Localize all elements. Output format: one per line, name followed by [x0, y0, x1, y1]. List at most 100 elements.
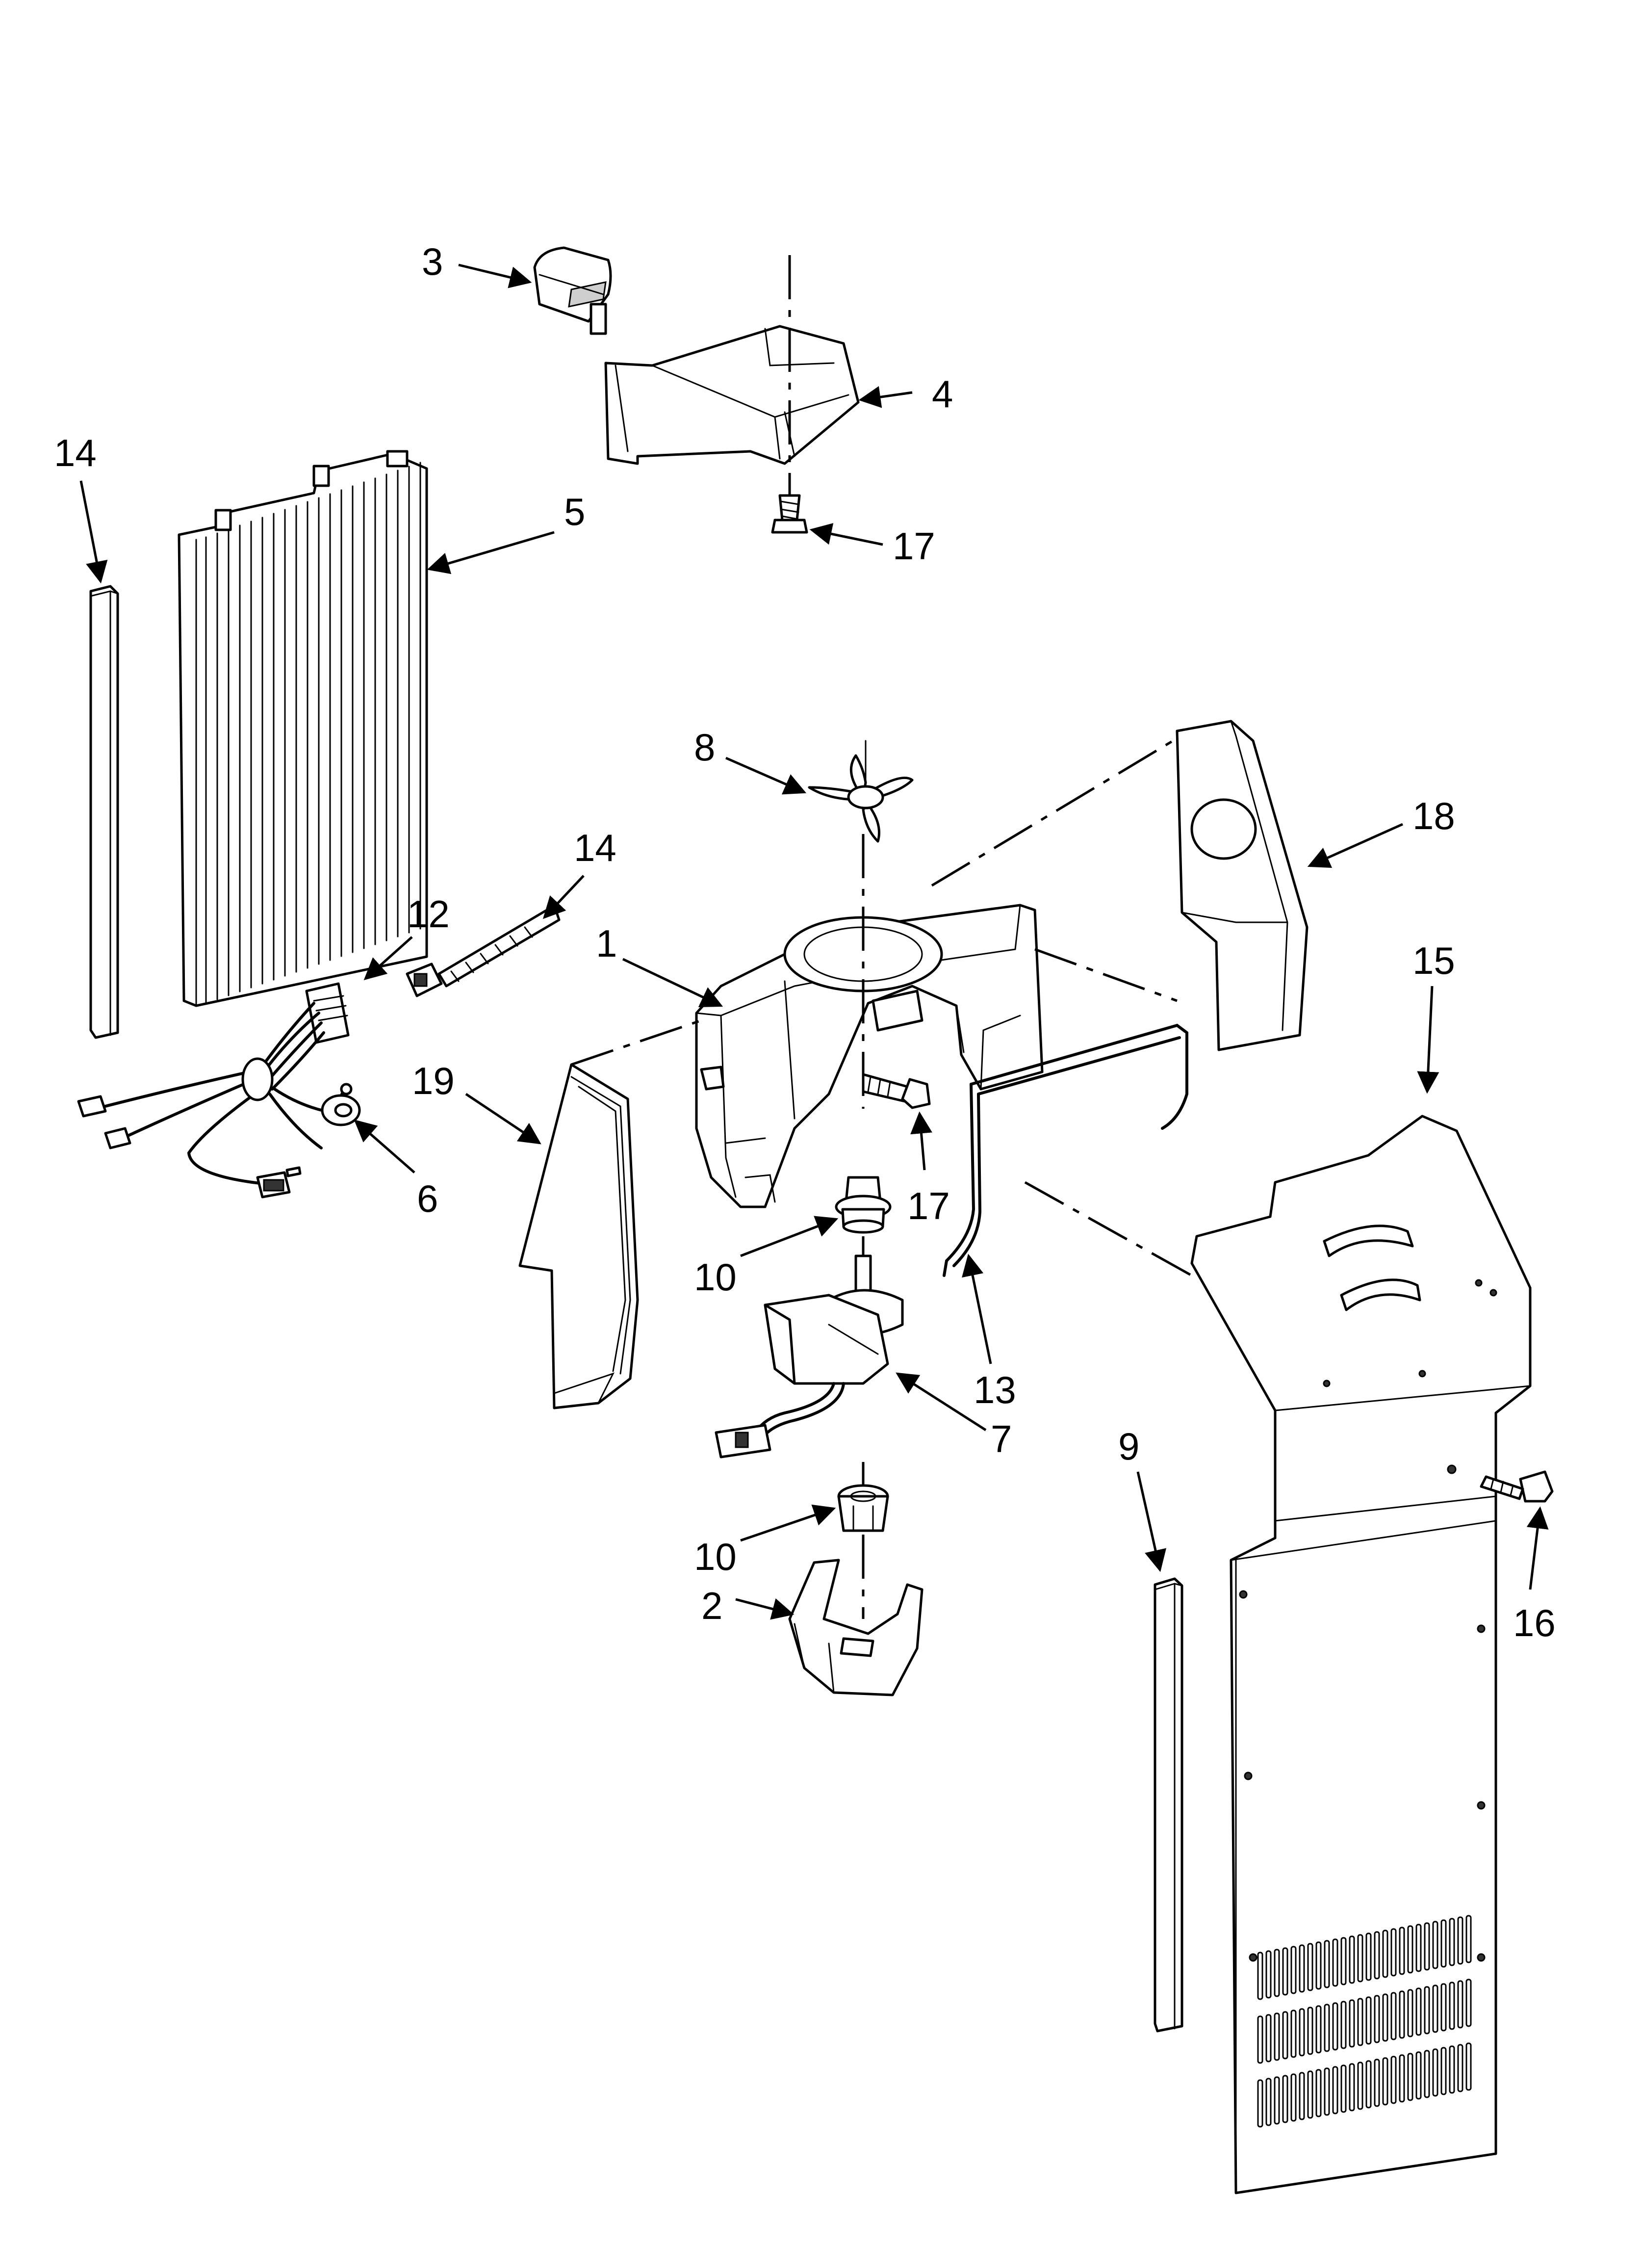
vent-slot: [1265, 1950, 1272, 1999]
vent-slot: [1324, 1940, 1330, 1988]
part-16-screw: [1480, 1470, 1554, 1503]
vent-slot: [1282, 1947, 1288, 1996]
vent-slot: [1399, 1990, 1405, 2039]
part-1-fan-housing: [695, 904, 1044, 1208]
vent-slot: [1407, 1989, 1413, 2037]
vent-slot: [1457, 1980, 1463, 2029]
vent-slot: [1324, 2004, 1330, 2052]
vent-slot: [1424, 2050, 1430, 2098]
vent-slot: [1424, 1986, 1430, 2034]
vent-slot: [1307, 2007, 1313, 2055]
callout-17-middle: 17: [907, 1184, 950, 1227]
vent-slot: [1374, 2059, 1380, 2107]
vent-slot: [1382, 1929, 1388, 1978]
vent-slot: [1415, 1987, 1422, 2036]
vent-slot: [1357, 2061, 1363, 2110]
part-7-fan-motor: [715, 1254, 904, 1459]
part-8-fan-blade: [808, 740, 914, 843]
leader-lines: [79, 263, 1549, 1620]
vent-slot: [1299, 2072, 1305, 2120]
vent-slot: [1440, 2047, 1447, 2095]
callout-15: 15: [1412, 939, 1455, 982]
vent-slot: [1257, 2015, 1263, 2064]
vent-slot: [1265, 2014, 1272, 2062]
vent-slot: [1457, 2044, 1463, 2092]
part-5-panel: [178, 450, 428, 1007]
vent-slot: [1365, 2060, 1372, 2109]
part-12-wire-harness: [77, 982, 353, 1199]
part-19-side-panel: [518, 1063, 639, 1409]
vent-slot: [1432, 1921, 1438, 1969]
vent-slot: [1274, 1949, 1280, 1997]
vent-slot: [1315, 2005, 1322, 2054]
vent-slot: [1307, 1943, 1313, 1991]
callout-2: 2: [701, 1584, 722, 1627]
vent-slot: [1390, 1928, 1397, 1977]
vent-slot: [1449, 1981, 1455, 2030]
vent-slot: [1449, 1918, 1455, 1966]
callout-4: 4: [932, 372, 953, 416]
callout-10-lower: 10: [694, 1535, 737, 1578]
vent-slot: [1399, 2054, 1405, 2103]
vent-slot: [1432, 2048, 1438, 2097]
vent-slot: [1432, 1984, 1438, 2033]
vent-slot: [1299, 2008, 1305, 2057]
vent-slot: [1282, 2075, 1288, 2123]
callout-18: 18: [1412, 794, 1455, 837]
callout-14-left: 14: [54, 431, 97, 474]
vent-slot: [1257, 2079, 1263, 2128]
vent-slot: [1307, 2070, 1313, 2119]
part-3-bracket: [533, 246, 612, 335]
vent-slot: [1390, 1992, 1397, 2040]
vent-slot: [1340, 2001, 1347, 2049]
callout-labels: 3 4 5 17 14 8 18 14 12 1 15 19 6 17 10 1…: [54, 240, 1556, 1644]
vent-slot: [1465, 2042, 1472, 2091]
axis-line-19: [571, 1019, 702, 1066]
callout-14-tie: 14: [574, 826, 616, 869]
part-10-grommet-upper: [835, 1176, 892, 1234]
part-13-wire-bracket: [943, 1023, 1188, 1277]
vent-slot: [1365, 1932, 1372, 1981]
vent-slot: [1332, 2002, 1338, 2051]
callout-13: 13: [974, 1368, 1016, 1411]
vent-slot: [1290, 2073, 1297, 2122]
vent-slot: [1349, 1999, 1355, 2048]
vent-slot: [1465, 1979, 1472, 2027]
vent-slot: [1449, 2045, 1455, 2094]
part-4-air-duct: [604, 325, 860, 465]
callout-19: 19: [412, 1059, 455, 1102]
vent-slot: [1274, 2012, 1280, 2061]
vent-slot: [1440, 1919, 1447, 1968]
callout-9: 9: [1118, 1425, 1139, 1468]
vent-slot: [1257, 1952, 1263, 2000]
vent-slot: [1274, 2076, 1280, 2125]
vent-slot: [1357, 1934, 1363, 1982]
callout-12: 12: [407, 892, 450, 936]
callout-1: 1: [596, 922, 617, 965]
vent-slot: [1315, 2069, 1322, 2117]
part-14-cable-tie: [406, 909, 561, 997]
part-2-motor-bracket: [788, 1559, 924, 1696]
part-18-side-panel: [1176, 720, 1308, 1051]
part-17-screw-middle: [862, 1073, 931, 1109]
vent-slot: [1374, 1931, 1380, 1980]
part-14-strip-left: [89, 585, 119, 1039]
vent-slot: [1415, 1924, 1422, 1972]
vent-slot: [1349, 2063, 1355, 2112]
vent-slot: [1390, 2056, 1397, 2104]
vent-slot: [1457, 1916, 1463, 1965]
screw-hole-16: [1447, 1464, 1457, 1474]
vent-slot: [1332, 1938, 1338, 1987]
callout-6: 6: [417, 1177, 438, 1220]
callout-10-upper: 10: [694, 1255, 737, 1299]
vent-slot: [1290, 1946, 1297, 1994]
vent-slot: [1349, 1935, 1355, 1984]
vent-slot: [1299, 1944, 1305, 1993]
vent-slot: [1374, 1995, 1380, 2043]
vent-slot: [1315, 1941, 1322, 1990]
vent-slot: [1265, 2078, 1272, 2126]
axis-line-18a: [931, 737, 1178, 887]
vent-slot: [1357, 1998, 1363, 2046]
vent-slot: [1340, 1937, 1347, 1985]
